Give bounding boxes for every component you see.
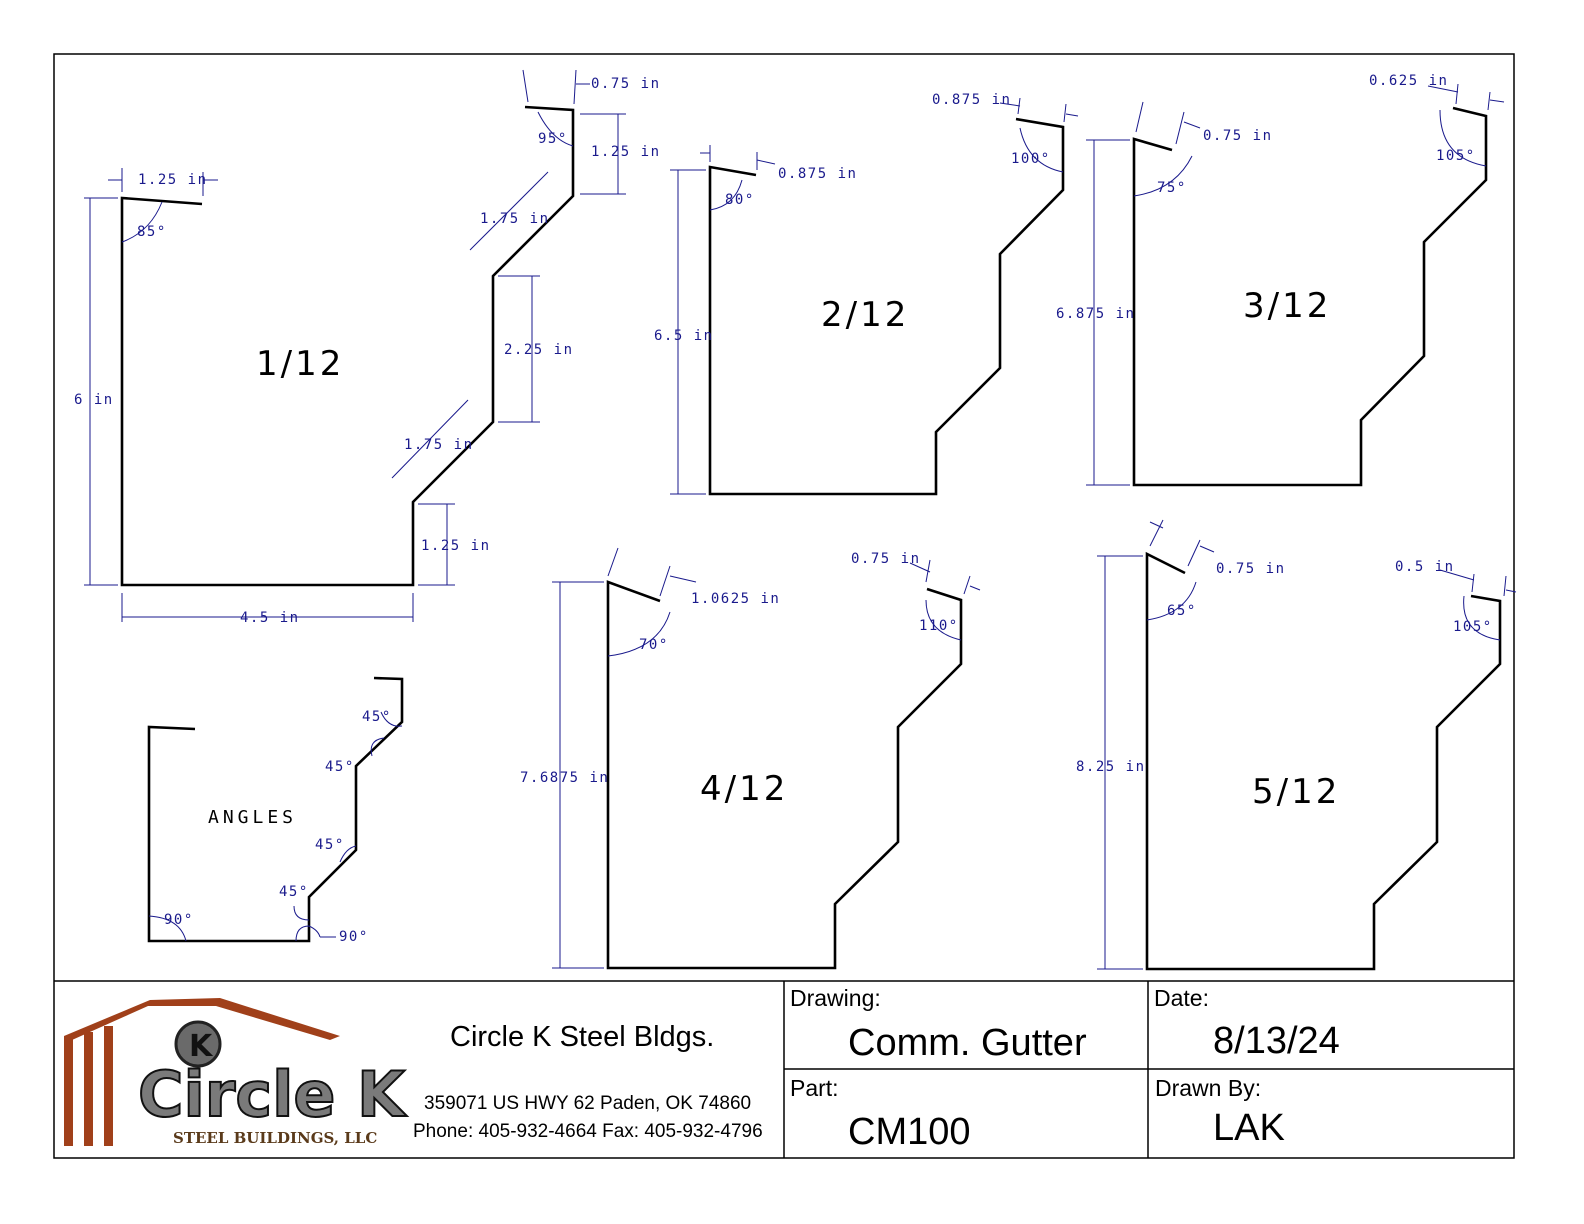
drawn-by-label: Drawn By: xyxy=(1155,1075,1261,1101)
dim-p5-back: 8.25 in xyxy=(1076,759,1146,775)
profile-2-12-outline xyxy=(708,117,1065,496)
profile-5-12-outline xyxy=(1145,551,1502,971)
angle-a4: 45° xyxy=(279,884,309,900)
angle-p5-lip: 65° xyxy=(1167,603,1197,619)
dim-p1-back: 6 in xyxy=(74,392,114,408)
angle-p2-lip: 80° xyxy=(725,192,755,208)
dim-p1-hem: 0.75 in xyxy=(591,76,661,92)
drawing-value: Comm. Gutter xyxy=(848,1022,1087,1064)
angle-p5-hem: 105° xyxy=(1453,619,1493,635)
angle-p3-hem: 105° xyxy=(1436,148,1476,164)
angle-a2: 45° xyxy=(325,759,355,775)
company-address: 359071 US HWY 62 Paden, OK 74860 xyxy=(424,1093,751,1114)
logo-wordmark: Circle K xyxy=(138,1058,407,1131)
profile-3-12-outline xyxy=(1132,106,1488,487)
logo-subtitle: STEEL BUILDINGS, LLC xyxy=(173,1129,377,1147)
date-label: Date: xyxy=(1154,985,1209,1011)
dim-p2-hem: 0.875 in xyxy=(932,92,1011,108)
company-name: Circle K Steel Bldgs. xyxy=(450,1021,714,1053)
title-block: K Circle K STEEL BUILDINGS, LLC Circle K… xyxy=(54,980,1514,1158)
dim-p3-lip: 0.75 in xyxy=(1203,128,1273,144)
dim-p3-hem: 0.625 in xyxy=(1369,73,1448,89)
angle-p3-lip: 75° xyxy=(1157,180,1187,196)
profile-3-12: 3/12 6.875 in 0.75 in 75° 0.625 in 105° xyxy=(1056,73,1505,487)
drawn-by-value: LAK xyxy=(1213,1107,1285,1149)
dim-p4-back: 7.6875 in xyxy=(520,770,609,786)
profile-5-12-label: 5/12 xyxy=(1252,772,1340,812)
dim-p1-low-riser: 1.25 in xyxy=(421,538,491,554)
part-value: CM100 xyxy=(848,1111,971,1153)
profile-1-12-outline xyxy=(120,105,575,587)
date-value: 8/13/24 xyxy=(1213,1020,1340,1062)
angle-p4-lip: 70° xyxy=(639,637,669,653)
profile-4-12: 4/12 7.6875 in 1.0625 in 70° 0.75 in 110… xyxy=(520,547,981,970)
angles-outline xyxy=(147,676,404,943)
angle-a5: 90° xyxy=(164,912,194,928)
angles-profile: ANGLES 45° 45° 45° 45° 90° 90° xyxy=(147,676,404,945)
dim-p2-lip: 0.875 in xyxy=(778,166,857,182)
profile-3-12-label: 3/12 xyxy=(1243,286,1331,326)
profile-2-12: 2/12 6.5 in 0.875 in 80° 0.875 in 100° xyxy=(654,92,1079,496)
profile-1-12-label: 1/12 xyxy=(256,344,344,384)
angle-p1-hem: 95° xyxy=(538,131,568,147)
dim-p5-lip: 0.75 in xyxy=(1216,561,1286,577)
dim-p1-lower-slope: 1.75 in xyxy=(404,437,474,453)
dim-p4-lip: 1.0625 in xyxy=(691,591,780,607)
part-label: Part: xyxy=(790,1075,839,1101)
dim-p1-upper-slope: 1.75 in xyxy=(480,211,550,227)
dim-p1-lip: 1.25 in xyxy=(138,172,208,188)
angle-a3: 45° xyxy=(315,837,345,853)
profile-2-12-label: 2/12 xyxy=(821,295,909,335)
dim-p5-hem: 0.5 in xyxy=(1395,559,1455,575)
logo-k-letter: K xyxy=(189,1029,214,1064)
dim-p4-hem: 0.75 in xyxy=(851,551,921,567)
profile-5-12: 5/12 8.25 in 0.75 in 65° 0.5 in 105° xyxy=(1076,519,1517,971)
dim-p1-top-riser: 1.25 in xyxy=(591,144,661,160)
profile-4-12-label: 4/12 xyxy=(700,769,788,809)
dim-p3-back: 6.875 in xyxy=(1056,306,1135,322)
profile-1-12: 1/12 6 in 4.5 in 1.25 in 1.75 in 2.25 in… xyxy=(74,69,661,626)
angle-a6: 90° xyxy=(339,929,369,945)
drawing-label: Drawing: xyxy=(790,985,881,1011)
dim-p2-back: 6.5 in xyxy=(654,328,714,344)
angle-p4-hem: 110° xyxy=(919,618,959,634)
dim-p1-mid-riser: 2.25 in xyxy=(504,342,574,358)
angle-p2-hem: 100° xyxy=(1011,151,1051,167)
angle-a1: 45° xyxy=(362,709,392,725)
company-phone-fax: Phone: 405-932-4664 Fax: 405-932-4796 xyxy=(413,1121,763,1142)
profile-4-12-outline xyxy=(606,580,963,970)
dim-p1-bottom: 4.5 in xyxy=(240,610,300,626)
angles-label: ANGLES xyxy=(208,807,297,828)
company-logo: K Circle K STEEL BUILDINGS, LLC xyxy=(64,998,408,1147)
angle-p1-lip: 85° xyxy=(137,224,167,240)
